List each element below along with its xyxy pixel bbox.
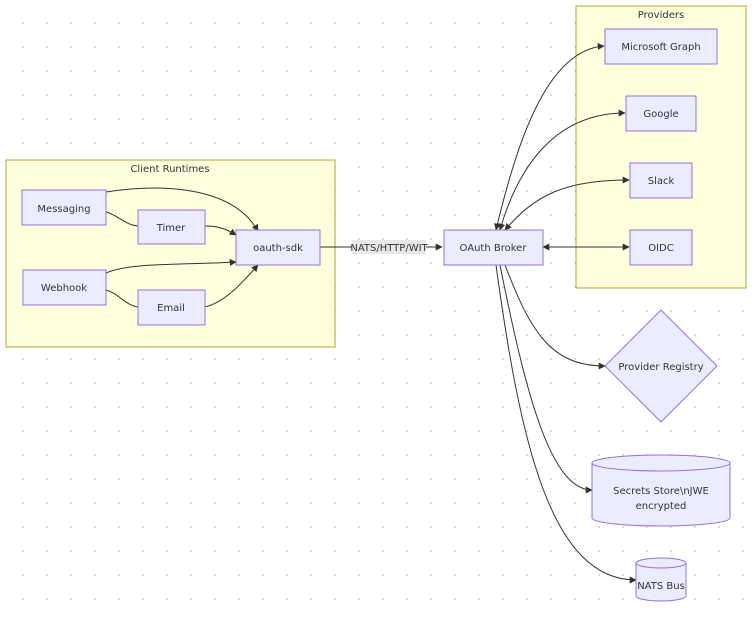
node-provider-registry[interactable]: Provider Registry <box>604 309 718 423</box>
edge-messaging-to-timer <box>105 211 139 227</box>
node-webhook-label: Webhook <box>41 283 87 294</box>
node-nats-bus-label: NATS Bus <box>637 581 685 592</box>
node-slack-label: Slack <box>648 176 675 187</box>
node-timer-label: Timer <box>156 223 186 234</box>
node-messaging-label: Messaging <box>37 204 90 215</box>
node-google-label: Google <box>643 109 678 120</box>
node-secrets-store-label-line1: Secrets Store\nJWE <box>613 486 709 497</box>
edge-messaging-to-sdk <box>105 187 259 232</box>
edge-broker-provider-registry <box>504 264 606 370</box>
edge-label-sdk-to-broker: NATS/HTTP/WIT <box>350 240 429 254</box>
node-oauth-broker-label: OAuth Broker <box>460 243 528 254</box>
node-slack[interactable]: Slack <box>629 162 693 199</box>
node-secrets-store[interactable]: Secrets Store\nJWE encrypted <box>591 454 731 527</box>
node-oauth-broker[interactable]: OAuth Broker <box>443 229 544 266</box>
node-email[interactable]: Email <box>137 289 206 326</box>
edge-broker-slack <box>504 176 630 231</box>
edge-webhook-to-email <box>105 289 139 308</box>
cluster-client-runtimes-label: Client Runtimes <box>130 164 209 175</box>
edge-broker-secrets-store <box>499 264 593 494</box>
cluster-providers-label: Providers <box>638 10 684 21</box>
edge-timer-to-sdk <box>204 225 237 236</box>
node-microsoft-graph[interactable]: Microsoft Graph <box>604 28 718 65</box>
edge-email-to-sdk <box>204 264 259 308</box>
node-oauth-sdk-label: oauth-sdk <box>253 243 303 254</box>
edge-broker-nats-bus <box>495 264 637 584</box>
node-oidc-label: OIDC <box>648 243 674 254</box>
edge-webhook-to-sdk <box>105 258 237 274</box>
node-nats-bus[interactable]: NATS Bus <box>635 557 687 602</box>
edge-label-text: NATS/HTTP/WIT <box>350 243 428 254</box>
node-oidc[interactable]: OIDC <box>629 229 693 266</box>
node-messaging[interactable]: Messaging <box>21 189 107 226</box>
node-secrets-store-label-line2: encrypted <box>636 501 687 512</box>
node-google[interactable]: Google <box>625 95 697 132</box>
edges <box>105 42 637 584</box>
node-provider-registry-label: Provider Registry <box>618 362 703 373</box>
node-webhook[interactable]: Webhook <box>22 269 107 306</box>
node-timer[interactable]: Timer <box>137 209 206 245</box>
node-email-label: Email <box>157 303 185 314</box>
node-oauth-sdk[interactable]: oauth-sdk <box>235 229 321 266</box>
node-microsoft-graph-label: Microsoft Graph <box>621 42 700 53</box>
